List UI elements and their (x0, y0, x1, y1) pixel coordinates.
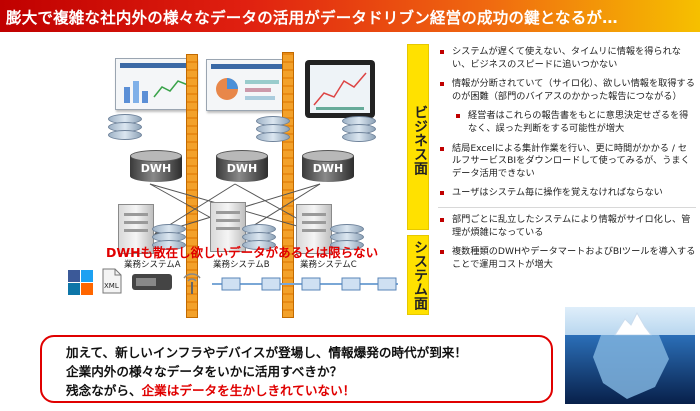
section-divider (438, 206, 696, 208)
business-aspect-tag: ビジネス面 (407, 44, 429, 230)
business-system-c-label: 業務システムC (300, 260, 357, 270)
callout-line-3-prefix: 残念ながら、 (66, 383, 142, 398)
business-system-b-label: 業務システムB (213, 260, 270, 270)
datamart-b-icon (256, 116, 290, 146)
business-aspect-label: ビジネス面 (412, 105, 428, 175)
page-title: 膨大で複雑な社内外の様々なデータの活用がデータドリブン経営の成功の鍵となるが… (6, 9, 618, 27)
list-item: ユーザはシステム毎に操作を覚えなければならない (438, 187, 696, 200)
title-bar: 膨大で複雑な社内外の様々なデータの活用がデータドリブン経営の成功の鍵となるが… (0, 0, 700, 32)
callout-line-1: 加えて、新しいインフラやデバイスが登場し、情報爆発の時代が到来！ (66, 345, 467, 360)
network-chain-icon (212, 277, 398, 291)
dwh-b-label: DWH (226, 162, 258, 175)
silo-wall-left (186, 54, 198, 318)
tablet-device-icon (305, 60, 375, 118)
dwh-a-icon: DWH (130, 150, 182, 184)
wireless-sensor-icon (183, 273, 201, 294)
dwh-a-label: DWH (140, 162, 172, 175)
business-system-b-db-icon (242, 224, 276, 254)
business-system-a-db-icon (152, 224, 186, 254)
datamart-c-icon (342, 116, 376, 146)
callout-line-3: 残念ながら、企業はデータを生かしきれていない！ (66, 381, 551, 400)
iceberg-image (565, 307, 695, 404)
dwh-b-icon: DWH (216, 150, 268, 184)
social-media-icon (68, 270, 93, 295)
business-system-b-server-icon (210, 202, 246, 252)
dashboard-screen-a-icon (115, 58, 197, 110)
list-item: 複数種類のDWHやデータマートおよびBIツールを導入することで運用コストが増大 (438, 246, 696, 271)
list-item: 経営者はこれらの報告書をもとに意思決定せざるを得なく、誤った判断をする可能性が増… (438, 110, 696, 135)
callout-line-3-emphasis: 企業はデータを生かしきれていない！ (141, 383, 356, 398)
datamart-a-icon (108, 114, 142, 144)
business-system-c-server-icon (296, 204, 332, 254)
dwh-scattered-note: DWHも散在し欲しいデータがあるとは限らない (106, 245, 379, 260)
list-item: システムが遅くて使えない、タイムリに情報を得られない、ビジネスのスピードに追いつ… (438, 46, 696, 71)
xml-document-icon (102, 268, 122, 294)
system-aspect-tag: システム面 (407, 235, 429, 315)
data-sources-strip: XML (2, 266, 402, 300)
dwh-c-label: DWH (312, 162, 344, 175)
callout-line-2: 企業内外の様々なデータをいかに活用すべきか？ (66, 364, 343, 379)
conclusion-callout: 加えて、新しいインフラやデバイスが登場し、情報爆発の時代が到来！ 企業内外の様々… (40, 335, 553, 403)
xml-label: XML (104, 282, 119, 290)
list-item: 部門ごとに乱立したシステムにより情報がサイロ化し、管理が煩雑になっている (438, 214, 696, 239)
list-item: 結局Excelによる集計作業を行い、更に時間がかかる / セルフサービスBIをダ… (438, 143, 696, 181)
business-system-c-db-icon (330, 224, 364, 254)
list-item: 情報が分断されていて（サイロ化）、欲しい情報を取得するのが困難（部門のバイアスの… (438, 78, 696, 103)
dashboard-screen-b-icon (206, 59, 288, 111)
business-system-a-label: 業務システムA (124, 260, 181, 270)
hardware-device-icon (132, 274, 172, 290)
system-aspect-label: システム面 (412, 240, 428, 310)
issues-list: システムが遅くて使えない、タイムリに情報を得られない、ビジネスのスピードに追いつ… (438, 46, 696, 278)
dwh-c-icon: DWH (302, 150, 354, 184)
business-system-a-server-icon (118, 204, 154, 254)
architecture-diagram: DWH DWH DWH 業務システムA 業務システムB 業務システムC (0, 32, 405, 332)
